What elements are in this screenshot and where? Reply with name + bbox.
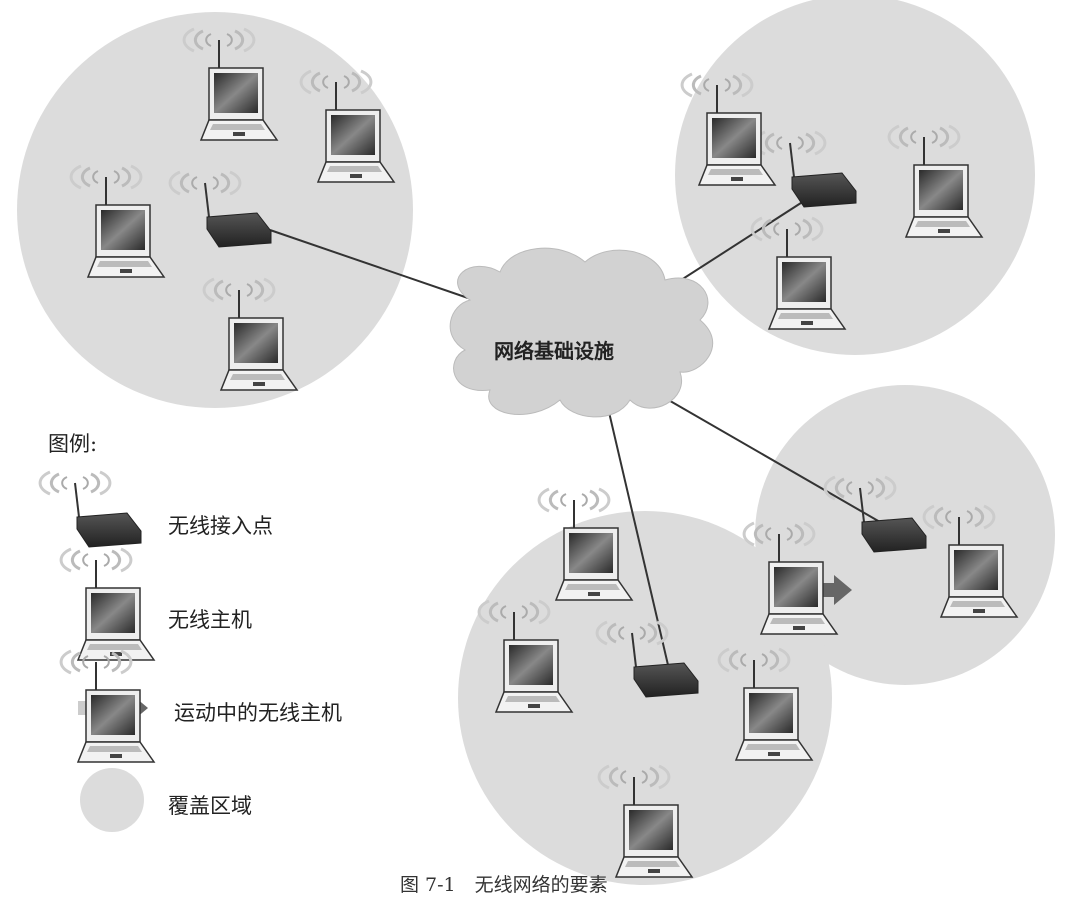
legend-title: 图例: (48, 432, 98, 456)
legend-label-access-point: 无线接入点 (168, 514, 273, 538)
link-cloud-ap3 (664, 397, 881, 523)
legend-coverage-area-icon (80, 768, 144, 832)
legend-label-coverage: 覆盖区域 (168, 794, 252, 818)
cloud-label: 网络基础设施 (494, 339, 614, 363)
legend-laptop-icon (61, 549, 154, 660)
coverage-area-bottom-center (458, 511, 832, 885)
link-ap1-cloud (269, 229, 469, 299)
coverage-area-top-left (17, 12, 413, 408)
legend-label-host: 无线主机 (168, 608, 252, 632)
legend-label-moving-host: 运动中的无线主机 (174, 701, 342, 725)
network-infrastructure-cloud (449, 247, 714, 418)
legend-moving-laptop-icon (61, 651, 154, 762)
figure-caption: 图 7-1 无线网络的要素 (400, 874, 608, 896)
legend-icons (40, 472, 154, 832)
coverage-area-top-right (675, 0, 1035, 355)
link-cloud-ap4 (604, 394, 669, 666)
legend-access-point-icon (40, 472, 141, 547)
